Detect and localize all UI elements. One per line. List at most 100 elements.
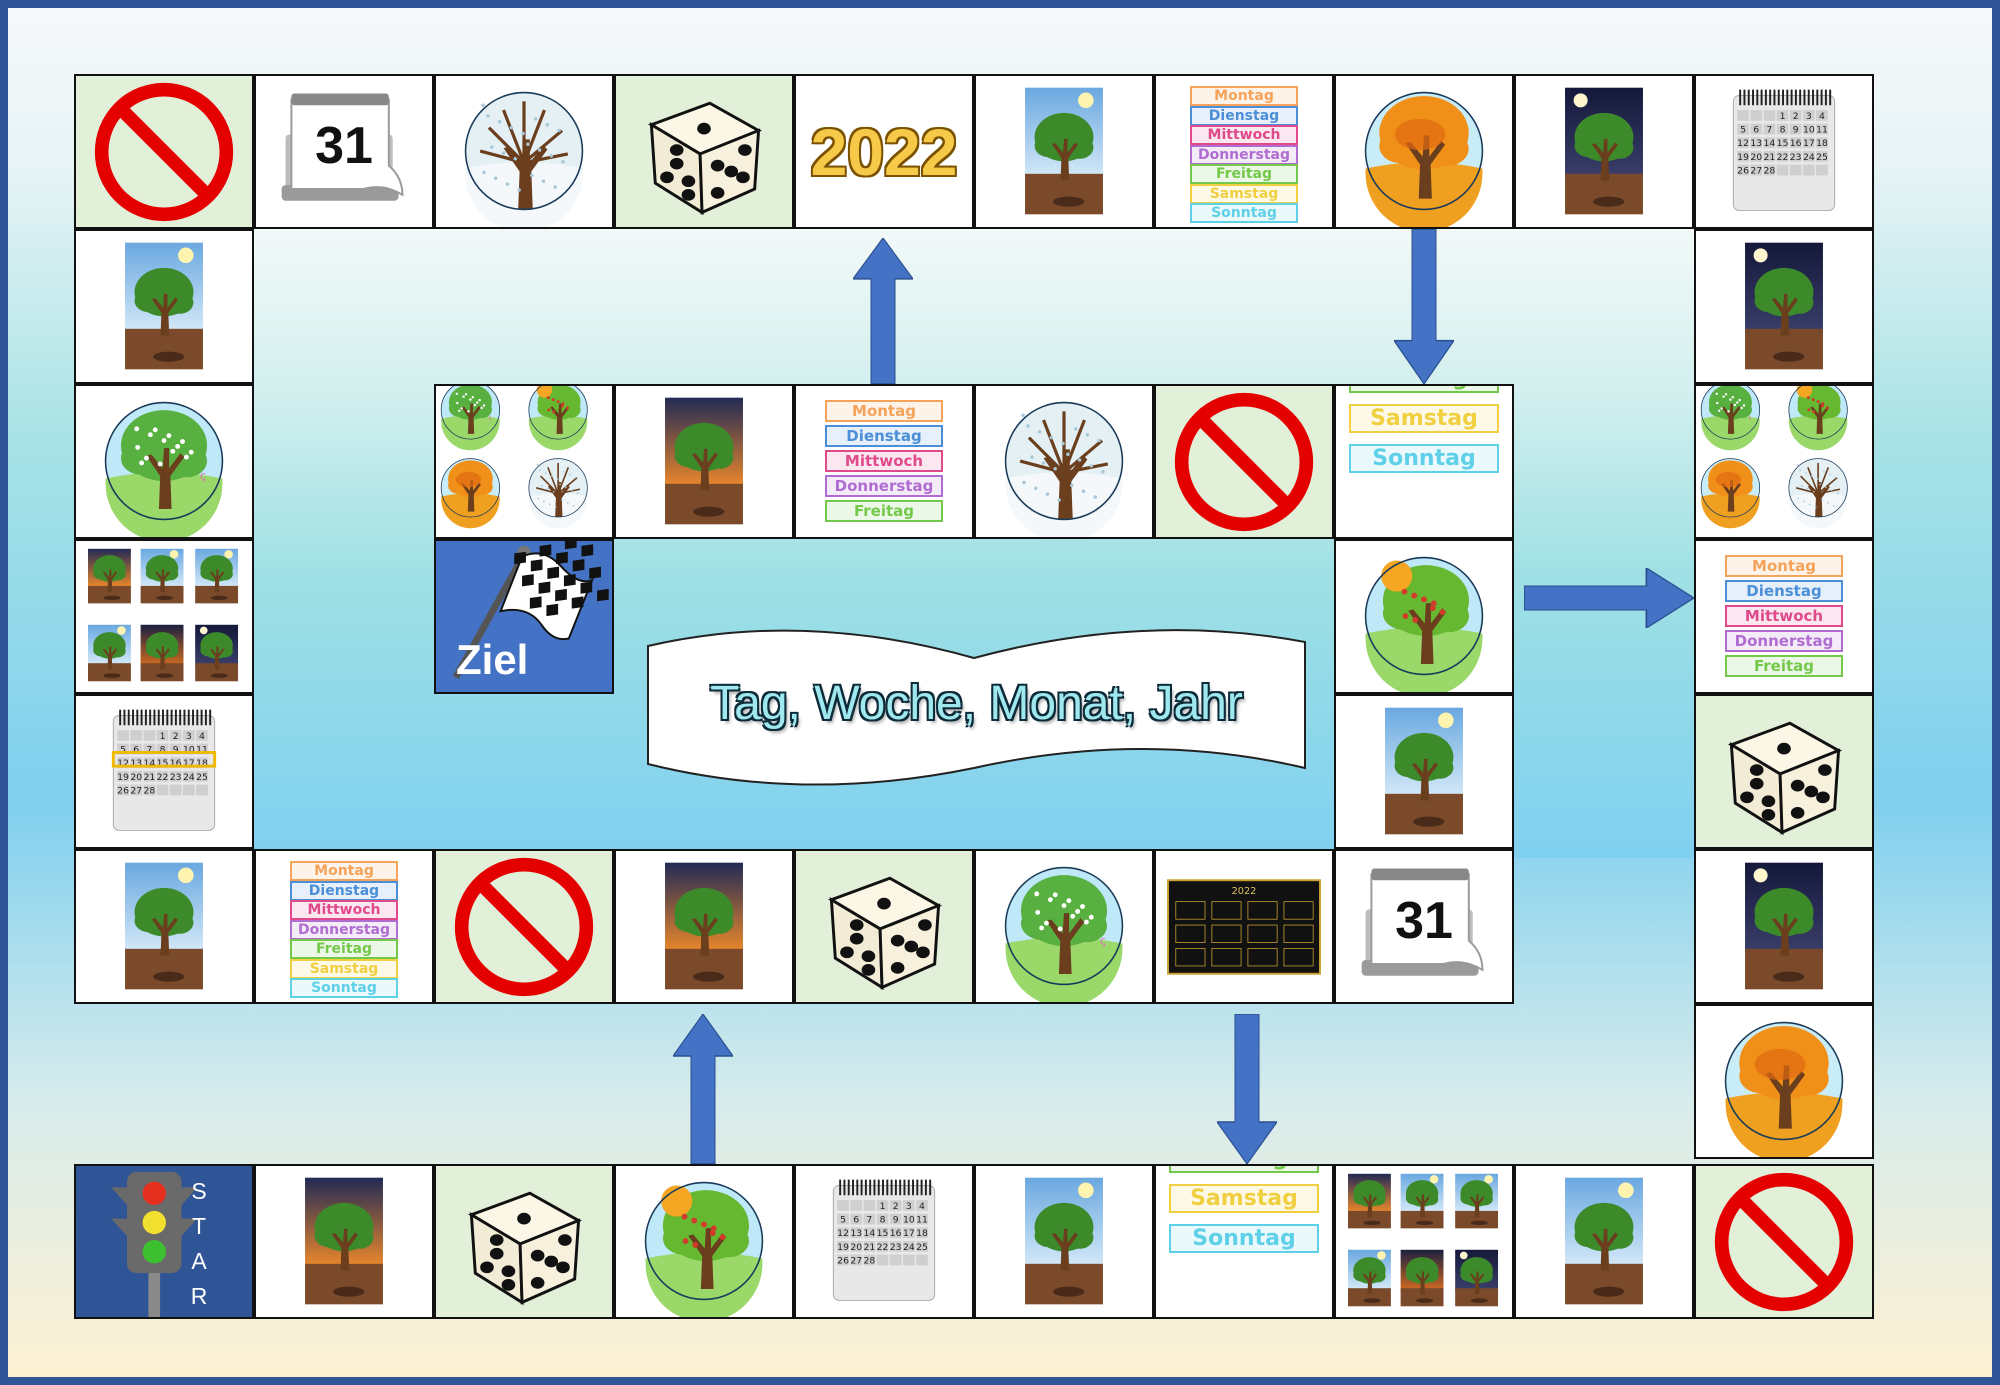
board-field[interactable] [614, 74, 794, 229]
weekday-label: Freitag [1349, 386, 1499, 393]
svg-text:26: 26 [117, 785, 129, 796]
svg-text:8: 8 [1780, 125, 1786, 136]
arrow-up-icon [853, 238, 913, 384]
board-field[interactable]: S T A R T [74, 1164, 254, 1319]
svg-text:3: 3 [186, 731, 192, 742]
board-field[interactable] [794, 849, 974, 1004]
four-seasons-icon: ꞔ [436, 386, 612, 537]
board-field[interactable] [614, 1164, 794, 1319]
svg-text:23: 23 [1790, 152, 1802, 163]
board-field[interactable] [974, 384, 1154, 539]
board-field[interactable]: ꞔ [434, 384, 614, 539]
svg-text:ꞔ: ꞔ [488, 415, 491, 421]
board-title: Tag, Woche, Monat, Jahr [710, 677, 1243, 730]
svg-text:2022: 2022 [1232, 886, 1257, 897]
svg-text:9: 9 [893, 1215, 899, 1226]
svg-text:28: 28 [863, 1255, 875, 1266]
night-tree-icon [1696, 231, 1872, 382]
svg-text:20: 20 [1750, 152, 1762, 163]
svg-text:13: 13 [130, 758, 142, 769]
weekday-label: Samstag [1190, 183, 1298, 204]
svg-text:19: 19 [1737, 152, 1749, 163]
year-text: 2022 [796, 76, 972, 227]
board-field[interactable] [1334, 539, 1514, 694]
board-field[interactable] [434, 1164, 614, 1319]
board-field[interactable] [434, 74, 614, 229]
board-field[interactable] [1514, 1164, 1694, 1319]
board-field[interactable]: ꞔ [1694, 384, 1874, 539]
sunset-tree-icon [616, 386, 792, 537]
svg-text:11: 11 [916, 1215, 928, 1226]
day-tree-icon [976, 76, 1152, 227]
date-number: 31 [315, 117, 373, 175]
board-field[interactable]: 31 [1334, 849, 1514, 1004]
board-field[interactable] [1694, 694, 1874, 849]
board-field[interactable]: 2022 [794, 74, 974, 229]
board-field[interactable] [74, 849, 254, 1004]
arrow-right-icon [1524, 568, 1694, 628]
board-field[interactable] [1154, 384, 1334, 539]
svg-text:10: 10 [183, 745, 195, 756]
board-field[interactable]: ꞔ [974, 849, 1154, 1004]
svg-text:23: 23 [890, 1242, 902, 1253]
svg-text:13: 13 [850, 1228, 862, 1239]
board-field[interactable] [74, 229, 254, 384]
board-field[interactable] [1334, 1164, 1514, 1319]
svg-text:10: 10 [1803, 125, 1815, 136]
board-field[interactable] [1694, 1164, 1874, 1319]
board-field[interactable]: ꞔ [74, 384, 254, 539]
weekday-label: Freitag [1725, 655, 1843, 677]
board-field[interactable] [254, 1164, 434, 1319]
board-field[interactable] [74, 74, 254, 229]
svg-text:10: 10 [903, 1215, 915, 1226]
svg-text:18: 18 [196, 758, 208, 769]
board-field[interactable] [974, 74, 1154, 229]
svg-text:9: 9 [1793, 125, 1799, 136]
board-field[interactable] [614, 849, 794, 1004]
svg-text:11: 11 [196, 745, 208, 756]
svg-text:4: 4 [919, 1201, 925, 1212]
night-tree-icon [1696, 851, 1872, 1002]
day-tree-icon [76, 231, 252, 382]
svg-text:14: 14 [863, 1228, 875, 1239]
weekday-label: Freitag [1169, 1166, 1319, 1173]
goal-field[interactable]: Ziel [434, 539, 614, 694]
board-field[interactable]: 31 [254, 74, 434, 229]
board-field[interactable] [614, 384, 794, 539]
svg-text:19: 19 [117, 772, 129, 783]
board-field[interactable] [1694, 1004, 1874, 1159]
board-field[interactable] [1514, 74, 1694, 229]
svg-text:15: 15 [157, 758, 169, 769]
board-field[interactable] [1334, 74, 1514, 229]
title-banner: Tag, Woche, Monat, Jahr [644, 618, 1309, 798]
svg-text:26: 26 [837, 1255, 849, 1266]
board-field[interactable] [74, 539, 254, 694]
svg-text:5: 5 [120, 745, 126, 756]
svg-text:24: 24 [903, 1242, 915, 1253]
svg-text:20: 20 [130, 772, 142, 783]
svg-text:23: 23 [170, 772, 182, 783]
board-field[interactable] [974, 1164, 1154, 1319]
board-field[interactable] [1694, 849, 1874, 1004]
board-field[interactable] [1694, 229, 1874, 384]
svg-text:27: 27 [130, 785, 142, 796]
svg-text:14: 14 [143, 758, 155, 769]
board-field[interactable] [1334, 694, 1514, 849]
svg-text:4: 4 [199, 731, 205, 742]
board-field[interactable] [434, 849, 614, 1004]
svg-text:27: 27 [1750, 165, 1762, 176]
board-field[interactable]: 2022 [1154, 849, 1334, 1004]
